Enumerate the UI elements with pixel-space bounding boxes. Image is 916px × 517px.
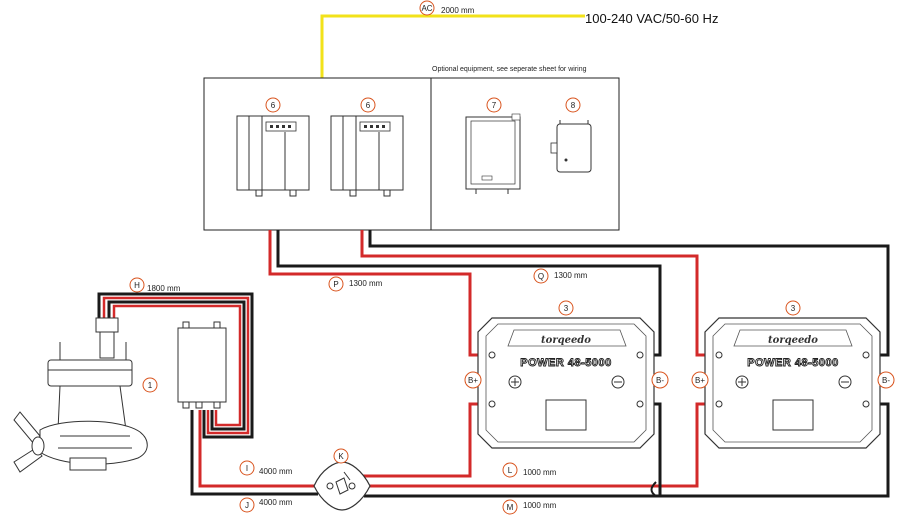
cable-m-length: 1000 mm — [523, 501, 557, 510]
battery-1-model: POWER 48-5000 — [520, 357, 611, 369]
charger-2 — [330, 115, 404, 197]
cable-ac-length: 2000 mm — [441, 6, 475, 15]
battery-2: torqeedo POWER 48-5000 — [704, 317, 881, 449]
svg-text:3: 3 — [564, 304, 569, 313]
battery-2-model: POWER 48-5000 — [747, 357, 838, 369]
svg-text:P: P — [333, 280, 338, 289]
callout-device-8: 8 — [565, 97, 581, 113]
outboard-motor — [13, 317, 148, 473]
svg-text:B+: B+ — [695, 376, 705, 385]
optional-equipment-note: Optional equipment, see seperate sheet f… — [432, 66, 587, 73]
cable-p-length: 1300 mm — [349, 279, 383, 288]
battery-2-minus-terminal-label: B- — [877, 371, 895, 389]
svg-text:I: I — [246, 464, 248, 473]
callout-q: Q — [533, 268, 549, 284]
callout-p: P — [328, 276, 344, 292]
charger2-negative-wire — [368, 230, 890, 357]
battery-2-plus-terminal-label: B+ — [691, 371, 709, 389]
svg-text:Q: Q — [538, 272, 544, 281]
svg-text:H: H — [134, 281, 140, 290]
ac-supply-wire — [320, 14, 585, 78]
cable-p-charger1-positive — [268, 230, 492, 357]
cable-q-length: 1300 mm — [554, 271, 588, 280]
battery-2-brand: torqeedo — [768, 335, 818, 346]
svg-text:AC: AC — [421, 4, 432, 13]
svg-text:L: L — [508, 466, 513, 475]
callout-l: L — [502, 462, 518, 478]
svg-text:8: 8 — [571, 101, 576, 110]
callout-m: M — [502, 499, 518, 515]
wire-crossover — [650, 481, 657, 497]
battery-1-minus-terminal-label: B- — [651, 371, 669, 389]
optional-device-8 — [550, 120, 592, 173]
svg-text:6: 6 — [366, 101, 371, 110]
callout-motor: 1 — [142, 377, 158, 393]
callout-switch-k: K — [333, 448, 349, 464]
callout-charger-2: 6 — [360, 97, 376, 113]
svg-text:7: 7 — [492, 101, 497, 110]
battery-1: torqeedo POWER 48-5000 — [477, 317, 655, 449]
supply-voltage-label: 100-240 VAC/50-60 Hz — [585, 11, 718, 26]
cable-h-length: 1800 mm — [147, 284, 181, 293]
svg-text:6: 6 — [271, 101, 276, 110]
svg-text:3: 3 — [791, 304, 796, 313]
charger2-positive-wire — [360, 230, 719, 357]
main-switch — [313, 461, 371, 511]
cable-j-negative — [190, 410, 318, 496]
callout-ac: AC — [419, 0, 435, 16]
svg-text:M: M — [507, 503, 514, 512]
optional-device-7 — [465, 113, 521, 194]
svg-text:J: J — [245, 501, 249, 510]
junction-box — [177, 321, 227, 409]
svg-text:1: 1 — [148, 381, 153, 390]
callout-j: J — [239, 497, 255, 513]
cable-i-length: 4000 mm — [259, 467, 293, 476]
battery-1-plus-terminal-label: B+ — [464, 371, 482, 389]
svg-text:K: K — [338, 452, 344, 461]
callout-device-7: 7 — [486, 97, 502, 113]
callout-charger-1: 6 — [265, 97, 281, 113]
cable-h-bundle — [97, 292, 254, 439]
cable-l-length: 1000 mm — [523, 468, 557, 477]
callout-i: I — [239, 460, 255, 476]
callout-h: H — [129, 277, 145, 293]
callout-battery-1: 3 — [558, 300, 574, 316]
svg-text:B-: B- — [656, 376, 664, 385]
svg-text:B-: B- — [882, 376, 890, 385]
cable-i-positive — [198, 410, 316, 488]
svg-text:B+: B+ — [468, 376, 478, 385]
charger-1 — [236, 115, 310, 197]
battery-1-brand: torqeedo — [541, 335, 591, 346]
cable-j-length: 4000 mm — [259, 498, 293, 507]
battery1-positive-to-switch — [330, 402, 492, 478]
callout-battery-2: 3 — [785, 300, 801, 316]
